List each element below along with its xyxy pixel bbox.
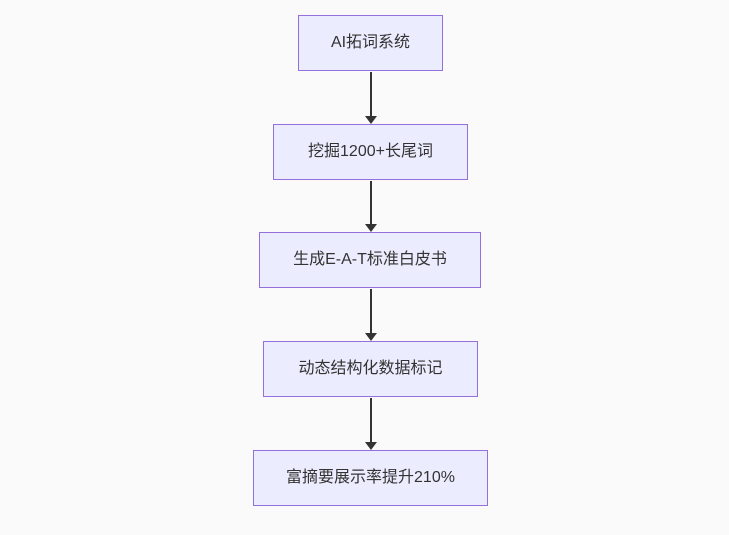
arrow-down-3	[364, 289, 377, 341]
flow-node-label: AI拓词系统	[330, 34, 411, 51]
arrow-down-2	[364, 181, 377, 232]
flow-node-label: 生成E-A-T标准白皮书	[293, 251, 447, 268]
arrowhead-icon	[364, 442, 377, 450]
flow-node-ai-word-expansion: AI拓词系统	[298, 15, 443, 71]
arrowhead-icon	[364, 224, 377, 232]
arrow-down-1	[364, 72, 377, 124]
flow-node-label: 挖掘1200+长尾词	[308, 143, 433, 160]
arrowhead-icon	[364, 333, 377, 341]
arrow-line	[369, 289, 372, 333]
flow-node-label: 动态结构化数据标记	[298, 360, 443, 377]
flow-node-eat-whitepaper: 生成E-A-T标准白皮书	[259, 232, 481, 288]
arrow-down-4	[364, 398, 377, 450]
flow-node-structured-data-markup: 动态结构化数据标记	[263, 341, 478, 397]
arrow-line	[369, 72, 372, 116]
flow-node-longtail-mining: 挖掘1200+长尾词	[273, 124, 468, 180]
arrow-line	[369, 398, 372, 442]
arrowhead-icon	[364, 116, 377, 124]
arrow-line	[369, 181, 372, 224]
flow-node-rich-snippet-result: 富摘要展示率提升210%	[253, 450, 488, 506]
flow-node-label: 富摘要展示率提升210%	[286, 469, 455, 486]
